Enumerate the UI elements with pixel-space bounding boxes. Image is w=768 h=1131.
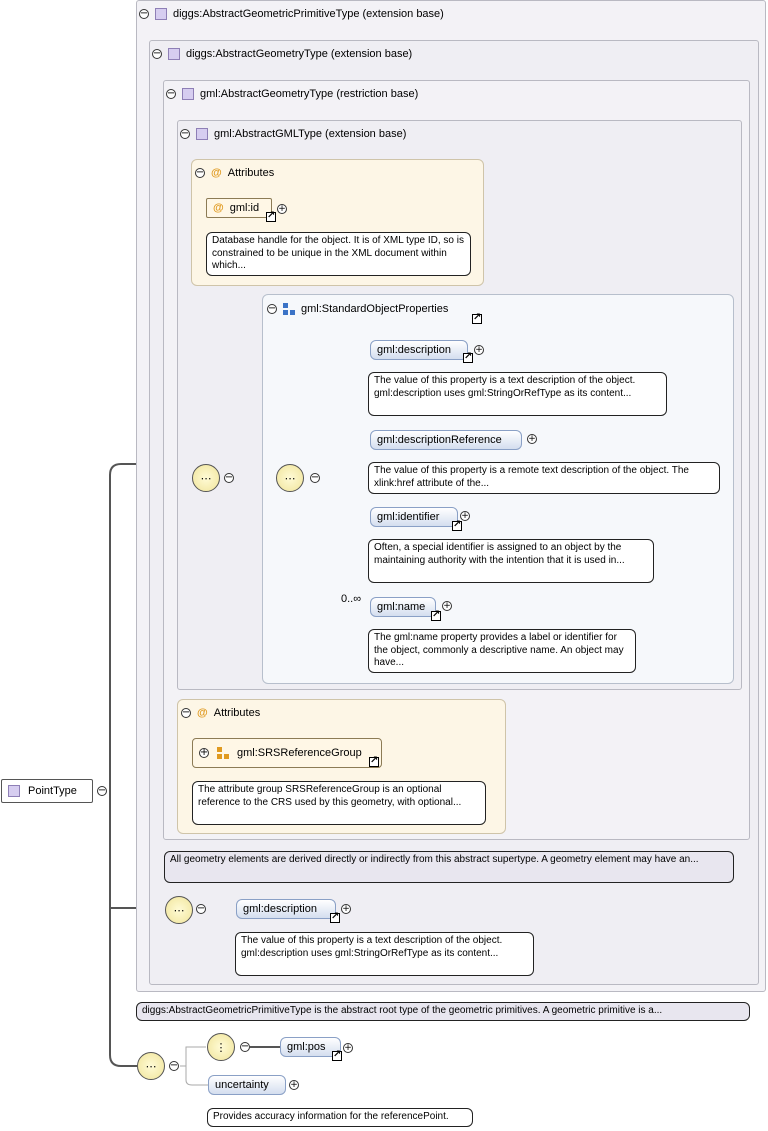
reference-arrow-icon[interactable] [463, 351, 473, 363]
collapse-toggle-icon[interactable]: − [169, 1060, 179, 1071]
cardinality-label: 0..∞ [341, 593, 362, 605]
element-uncertainty[interactable]: uncertainty [208, 1075, 286, 1095]
reference-arrow-icon[interactable] [332, 1049, 342, 1061]
documentation-note: Often, a special identifier is assigned … [368, 539, 654, 583]
attributes-header: − @ Attributes [195, 167, 274, 179]
root-label: PointType [28, 785, 77, 797]
type-label: diggs:AbstractGeometricPrimitiveType (ex… [173, 8, 444, 20]
complex-type-icon [196, 128, 208, 140]
attribute-group-label: gml:SRSReferenceGroup [237, 747, 362, 759]
reference-arrow-icon[interactable] [472, 312, 482, 324]
model-group-icon [283, 303, 295, 315]
documentation-note: The value of this property is a text des… [235, 932, 534, 976]
attribute-icon: @ [213, 202, 224, 214]
element-gml-name[interactable]: gml:name [370, 597, 436, 617]
element-label: gml:descriptionReference [377, 434, 502, 446]
element-gml-pos[interactable]: gml:pos [280, 1037, 341, 1057]
sequence-compositor-icon[interactable]: ⋯ [165, 896, 193, 924]
element-gml-description[interactable]: gml:description [236, 899, 336, 919]
collapse-toggle-icon[interactable]: − [224, 472, 234, 483]
documentation-note: All geometry elements are derived direct… [164, 851, 734, 883]
reference-arrow-icon[interactable] [431, 609, 441, 621]
type-header-4: − gml:AbstractGMLType (extension base) [180, 128, 406, 140]
collapse-toggle-icon[interactable]: − [240, 1041, 250, 1052]
expand-plus-icon[interactable]: + [442, 601, 452, 611]
complex-type-icon [182, 88, 194, 100]
collapse-toggle-icon[interactable]: − [97, 785, 107, 796]
complex-type-icon [8, 785, 20, 797]
attribute-label: gml:id [229, 202, 260, 214]
documentation-note: The value of this property is a remote t… [368, 462, 720, 494]
reference-arrow-icon[interactable] [369, 755, 379, 767]
attribute-gml-id[interactable]: @ gml:id [206, 198, 272, 218]
element-label: gml:description [243, 903, 317, 915]
collapse-toggle-icon[interactable]: − [195, 167, 205, 178]
complex-type-icon [155, 8, 167, 20]
expand-plus-icon[interactable]: + [460, 511, 470, 521]
reference-arrow-icon[interactable] [452, 519, 462, 531]
element-gml-description-reference[interactable]: gml:descriptionReference [370, 430, 522, 450]
choice-compositor-icon[interactable]: ⋮ [207, 1033, 235, 1061]
group-label: gml:StandardObjectProperties [301, 303, 449, 315]
collapse-toggle-icon[interactable]: − [310, 472, 320, 483]
element-label: gml:description [377, 344, 451, 356]
reference-arrow-icon[interactable] [266, 210, 276, 222]
collapse-toggle-icon[interactable]: − [181, 707, 191, 718]
type-header-2: − diggs:AbstractGeometryType (extension … [152, 48, 412, 60]
sequence-compositor-icon[interactable]: ⋯ [137, 1052, 165, 1080]
expand-plus-icon[interactable]: + [474, 345, 484, 355]
documentation-note: The gml:name property provides a label o… [368, 629, 636, 673]
expand-toggle-icon[interactable]: + [199, 747, 209, 758]
root-element-point-type[interactable]: PointType [1, 779, 93, 803]
documentation-note: diggs:AbstractGeometricPrimitiveType is … [136, 1002, 750, 1021]
collapse-toggle-icon[interactable]: − [152, 48, 162, 59]
expand-plus-icon[interactable]: + [527, 434, 537, 444]
attributes-title: Attributes [213, 707, 261, 719]
collapse-toggle-icon[interactable]: − [166, 88, 176, 99]
type-label: gml:AbstractGeometryType (restriction ba… [200, 88, 419, 100]
attribute-icon: @ [197, 707, 208, 719]
sequence-compositor-icon[interactable]: ⋯ [192, 464, 220, 492]
documentation-note: Provides accuracy information for the re… [207, 1108, 473, 1127]
type-label: gml:AbstractGMLType (extension base) [214, 128, 407, 140]
type-header-3: − gml:AbstractGeometryType (restriction … [166, 88, 418, 100]
documentation-note: The attribute group SRSReferenceGroup is… [192, 781, 486, 825]
type-label: diggs:AbstractGeometryType (extension ba… [186, 48, 413, 60]
expand-plus-icon[interactable]: + [277, 204, 287, 214]
type-header-1: − diggs:AbstractGeometricPrimitiveType (… [139, 8, 444, 20]
collapse-toggle-icon[interactable]: − [267, 303, 277, 314]
expand-plus-icon[interactable]: + [341, 904, 351, 914]
group-header: − gml:StandardObjectProperties [267, 303, 448, 315]
sequence-compositor-icon[interactable]: ⋯ [276, 464, 304, 492]
element-gml-identifier[interactable]: gml:identifier [370, 507, 458, 527]
element-label: gml:pos [287, 1041, 326, 1053]
expand-plus-icon[interactable]: + [289, 1080, 299, 1090]
documentation-note: The value of this property is a text des… [368, 372, 667, 416]
element-label: gml:identifier [377, 511, 440, 523]
collapse-toggle-icon[interactable]: − [139, 8, 149, 19]
attributes-title: Attributes [227, 167, 275, 179]
expand-plus-icon[interactable]: + [343, 1043, 353, 1053]
documentation-note: Database handle for the object. It is of… [206, 232, 471, 276]
attribute-group-icon [217, 747, 229, 759]
collapse-toggle-icon[interactable]: − [180, 128, 190, 139]
attribute-icon: @ [211, 167, 222, 179]
complex-type-icon [168, 48, 180, 60]
collapse-toggle-icon[interactable]: − [196, 903, 206, 914]
element-label: gml:name [377, 601, 426, 613]
attribute-group-gml-srs-reference-group[interactable]: + gml:SRSReferenceGroup [192, 738, 382, 768]
reference-arrow-icon[interactable] [330, 911, 340, 923]
attributes-header: − @ Attributes [181, 707, 260, 719]
element-gml-description[interactable]: gml:description [370, 340, 468, 360]
element-label: uncertainty [215, 1079, 269, 1091]
